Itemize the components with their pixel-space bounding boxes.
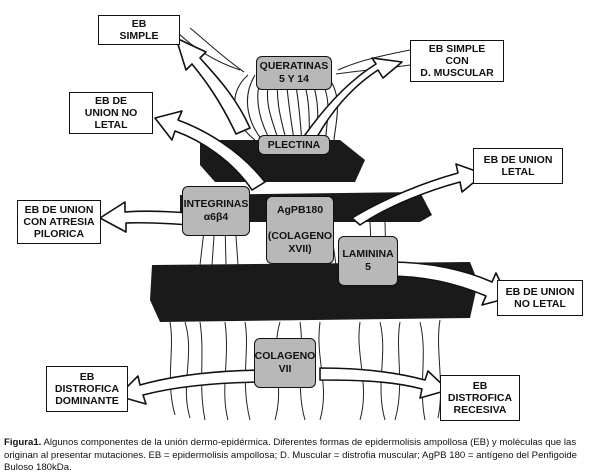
outcome-junctional-lethal: EB DE UNION LETAL [473, 148, 563, 184]
diagram-drawing [99, 27, 509, 421]
outcome-junctional-pyloric: EB DE UNION CON ATRESIA PILORICA [17, 200, 101, 244]
outcome-dystrophic-dominant: EB DISTROFICA DOMINANTE [46, 366, 128, 412]
diagram: EB SIMPLE EB SIMPLE CON D. MUSCULAR EB D… [17, 15, 583, 421]
molecule-laminin: LAMININA 5 [338, 236, 398, 286]
outcome-arrows [99, 37, 509, 405]
molecule-agpb180: AgPB180 (COLAGENO XVII) [266, 196, 334, 264]
outcome-eb-simple-muscular: EB SIMPLE CON D. MUSCULAR [410, 40, 504, 82]
outcome-dystrophic-recessive: EB DISTROFICA RECESIVA [440, 375, 520, 421]
figure-caption: Figura1. Algunos componentes de la unión… [4, 437, 604, 475]
caption-label: Figura1. [4, 437, 42, 448]
molecule-integrins: INTEGRINAS α6β4 [182, 186, 250, 236]
outcome-junctional-nonlethal-right: EB DE UNION NO LETAL [497, 280, 583, 316]
molecule-plectin: PLECTINA [258, 135, 330, 155]
molecule-collagen7: COLAGENO VII [254, 338, 316, 388]
outcome-junctional-nonlethal-top: EB DE UNION NO LETAL [69, 92, 153, 134]
outcome-eb-simple: EB SIMPLE [98, 15, 180, 45]
caption-text: Algunos componentes de la unión dermo-ep… [4, 437, 578, 473]
molecule-keratins: QUERATINAS 5 Y 14 [256, 56, 332, 90]
